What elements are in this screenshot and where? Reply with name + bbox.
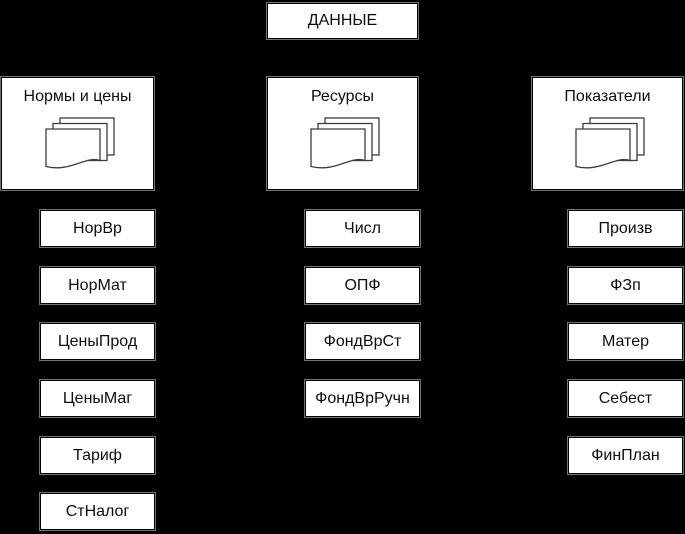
item-node: ФондВрСт: [305, 323, 420, 360]
item-label: ЦеныПрод: [57, 332, 138, 350]
item-node: Числ: [305, 210, 420, 247]
item-node: ФондВрРучн: [305, 380, 420, 417]
item-node: ЦеныМаг: [40, 380, 155, 417]
item-label: Числ: [344, 219, 381, 237]
item-label: ОПФ: [344, 276, 381, 294]
item-node: Себест: [568, 380, 683, 417]
group-indicators: Показатели: [532, 77, 683, 190]
item-label: Тариф: [73, 446, 122, 464]
item-label: ЦеныМаг: [62, 389, 133, 407]
item-label: ФинПлан: [591, 446, 660, 464]
item-node: Тариф: [40, 437, 155, 474]
data-root-label: ДАННЫЕ: [307, 12, 378, 30]
stacked-documents-icon: [574, 117, 645, 169]
item-label: ФондВрСт: [323, 332, 402, 350]
item-node: СтНалог: [40, 493, 155, 530]
item-node: Матер: [568, 323, 683, 360]
item-label: НорМат: [68, 276, 127, 294]
item-node: ЦеныПрод: [40, 323, 155, 360]
group-title: Ресурсы: [310, 88, 375, 105]
item-node: НорМат: [40, 267, 155, 304]
item-node: ФинПлан: [568, 437, 683, 474]
data-root-node: ДАННЫЕ: [267, 3, 418, 39]
item-node: ОПФ: [305, 267, 420, 304]
group-title: Показатели: [564, 88, 651, 105]
item-node: НорВр: [40, 210, 155, 247]
stacked-documents-icon: [309, 117, 380, 169]
item-label: НорВр: [73, 219, 122, 237]
group-title: Нормы и цены: [23, 88, 132, 105]
item-label: ФондВрРучн: [315, 389, 410, 407]
group-resources: Ресурсы: [267, 77, 418, 190]
group-norms-and-prices: Нормы и цены: [1, 77, 154, 190]
item-node: ФЗп: [568, 267, 683, 304]
stacked-documents-icon: [44, 117, 115, 169]
item-label: Матер: [602, 332, 649, 350]
item-label: Произв: [598, 219, 653, 237]
item-label: ФЗп: [610, 276, 641, 294]
item-node: Произв: [568, 210, 683, 247]
item-label: Себест: [598, 389, 653, 407]
item-label: СтНалог: [65, 502, 130, 520]
